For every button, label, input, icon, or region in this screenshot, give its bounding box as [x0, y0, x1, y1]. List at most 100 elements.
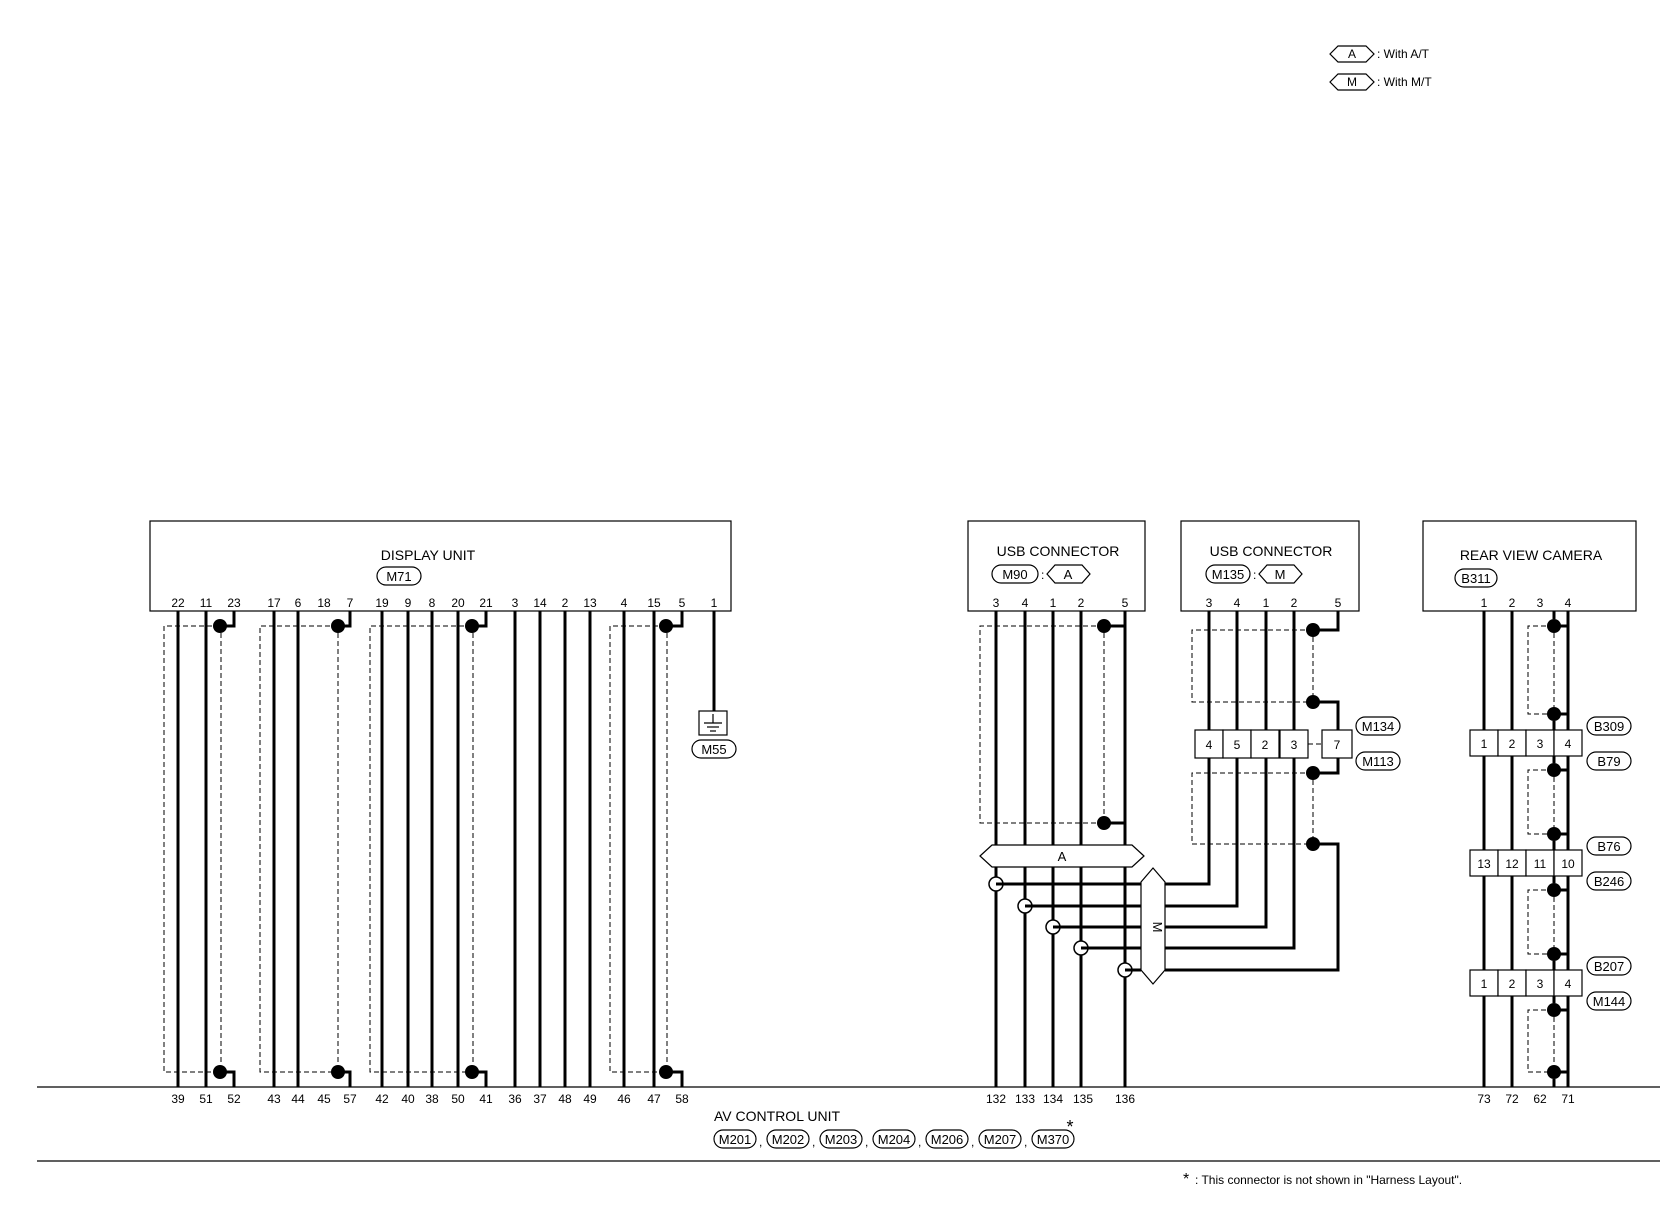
ground-connector: M55	[701, 742, 726, 757]
rear-camera-shield-outline	[1527, 889, 1554, 955]
display-unit-pin: 20	[451, 596, 465, 610]
rear-camera-joint-pin: 4	[1565, 737, 1572, 751]
usb-mt-joint-bottom-oval	[1355, 751, 1401, 771]
av-bottom-pin: 57	[343, 1092, 357, 1106]
display-unit-pin: 2	[562, 596, 569, 610]
av-connector-oval	[978, 1129, 1022, 1149]
usb-mt-joint-pin: 5	[1234, 738, 1241, 752]
av-connector-oval	[925, 1129, 969, 1149]
av-bottom-pin: 132	[986, 1092, 1006, 1106]
usb-mt-shield-outline	[1191, 772, 1313, 845]
display-unit-connector: M71	[386, 569, 411, 584]
legend-at-tag-hexagon	[1329, 45, 1375, 63]
legend-mt-tag: M	[1347, 75, 1357, 89]
av-bottom-pin: 134	[1043, 1092, 1063, 1106]
rear-camera-shield-outline	[1527, 1009, 1554, 1073]
display-unit-pin: 23	[227, 596, 241, 610]
usb-mt-joint-top-label: M134	[1362, 719, 1395, 734]
av-bottom-pin: 44	[291, 1092, 305, 1106]
footnote-text: : This connector is not shown in "Harnes…	[1195, 1173, 1462, 1187]
usb-connector-at-connector-oval	[991, 564, 1039, 584]
av-connector-label: M204	[878, 1132, 911, 1147]
rear-camera-joint-pin: 10	[1561, 857, 1575, 871]
av-connector-label: M201	[719, 1132, 752, 1147]
usb-mt-pin: 2	[1291, 596, 1298, 610]
display-unit-pin: 4	[621, 596, 628, 610]
usb-mt-pin: 3	[1206, 596, 1213, 610]
display-shield-outline	[259, 625, 338, 1073]
av-bottom-pin: 37	[533, 1092, 547, 1106]
rear-camera-joint-bottom-oval	[1586, 991, 1632, 1011]
usb-connector-mt-connector-oval	[1205, 564, 1251, 584]
av-bottom-pin: 46	[617, 1092, 631, 1106]
ground-connector-oval	[691, 739, 737, 759]
display-splice-node	[213, 1065, 227, 1079]
av-connector-separator: ,	[918, 1135, 921, 1149]
av-bottom-pin: 49	[583, 1092, 597, 1106]
av-connector-separator: ,	[759, 1135, 762, 1149]
av-control-unit: AV CONTROL UNIT M201,M202,M203,M204,M206…	[713, 1108, 1075, 1149]
rear-view-camera-title: REAR VIEW CAMERA	[1460, 547, 1603, 563]
display-unit-pin: 7	[347, 596, 354, 610]
rear-camera-joint-bottom-label: M144	[1593, 994, 1626, 1009]
usb-at-pin: 2	[1078, 596, 1085, 610]
usb-connector-mt-title: USB CONNECTOR	[1210, 543, 1333, 559]
rear-camera-joint-pin: 2	[1509, 737, 1516, 751]
rear-camera-joint-pin: 1	[1481, 737, 1488, 751]
harness-mt-bar	[1140, 867, 1166, 985]
av-connector-oval	[819, 1129, 863, 1149]
usb-mt-signal-wire	[1165, 758, 1268, 929]
rear-camera-joint-pin: 11	[1534, 857, 1547, 871]
display-unit-title: DISPLAY UNIT	[381, 547, 476, 563]
av-bottom-pin: 73	[1477, 1092, 1491, 1106]
usb-mt-pin: 1	[1263, 596, 1270, 610]
av-bottom-pin: 58	[675, 1092, 689, 1106]
usb-mt-joint-bottom-label: M113	[1362, 754, 1394, 769]
display-unit-pin: 14	[533, 596, 547, 610]
av-bottom-pin: 135	[1073, 1092, 1093, 1106]
av-connector-separator: ,	[971, 1135, 974, 1149]
display-unit-box	[149, 520, 732, 612]
usb-connector-at-connector: M90	[1002, 567, 1027, 582]
display-unit-pin: 22	[171, 596, 185, 610]
rear-camera-joint-top-oval	[1586, 836, 1632, 856]
rear-camera-joint-pin: 13	[1477, 857, 1491, 871]
usb-at-colon: :	[1041, 568, 1044, 582]
av-bottom-pin: 45	[317, 1092, 331, 1106]
rear-camera-connector: B311	[1461, 571, 1490, 586]
rear-camera-joint-pin: 4	[1565, 977, 1572, 991]
rear-camera-connector-oval	[1454, 568, 1498, 588]
usb-mt-signal-wire	[1165, 758, 1296, 950]
usb-mt-joint-top-oval	[1355, 716, 1401, 736]
display-unit-pin: 9	[405, 596, 412, 610]
rear-camera-joint-top-label: B309	[1594, 719, 1624, 734]
usb-at-shield-outline	[979, 625, 1104, 824]
display-unit-pin: 3	[512, 596, 519, 610]
usb-mt-drain-wire	[1313, 611, 1340, 632]
av-bottom-pin: 47	[647, 1092, 661, 1106]
av-bottom-pin: 39	[171, 1092, 185, 1106]
rear-camera-joint-bottom-oval	[1586, 751, 1632, 771]
usb-at-pin: 3	[993, 596, 1000, 610]
usb-at-option-hexagon	[1046, 564, 1091, 584]
usb-mt-joint-pin: 3	[1291, 738, 1298, 752]
harness-mt-label: M	[1150, 922, 1165, 933]
usb-mt-shield-outline	[1191, 629, 1313, 703]
rear-camera-pin: 1	[1481, 596, 1488, 610]
rear-camera-joint-top-oval	[1586, 956, 1632, 976]
av-connector-separator: ,	[812, 1135, 815, 1149]
av-connector-label: M203	[825, 1132, 858, 1147]
rear-view-camera-box	[1422, 520, 1637, 612]
display-unit-pin: 15	[647, 596, 661, 610]
av-bottom-pin: 133	[1015, 1092, 1035, 1106]
av-connector-label: M206	[931, 1132, 964, 1147]
av-connector-oval	[1031, 1129, 1075, 1149]
usb-mt-ground-wire	[1165, 842, 1340, 972]
display-unit-pin: 17	[267, 596, 281, 610]
usb-mt-pin: 4	[1234, 596, 1241, 610]
display-splice-node	[659, 1065, 673, 1079]
usb-at-pin: 5	[1122, 596, 1129, 610]
rear-camera-joint-bottom-label: B246	[1594, 874, 1624, 889]
rear-camera-joint-pin: 2	[1509, 977, 1516, 991]
av-bottom-pin: 41	[479, 1092, 493, 1106]
